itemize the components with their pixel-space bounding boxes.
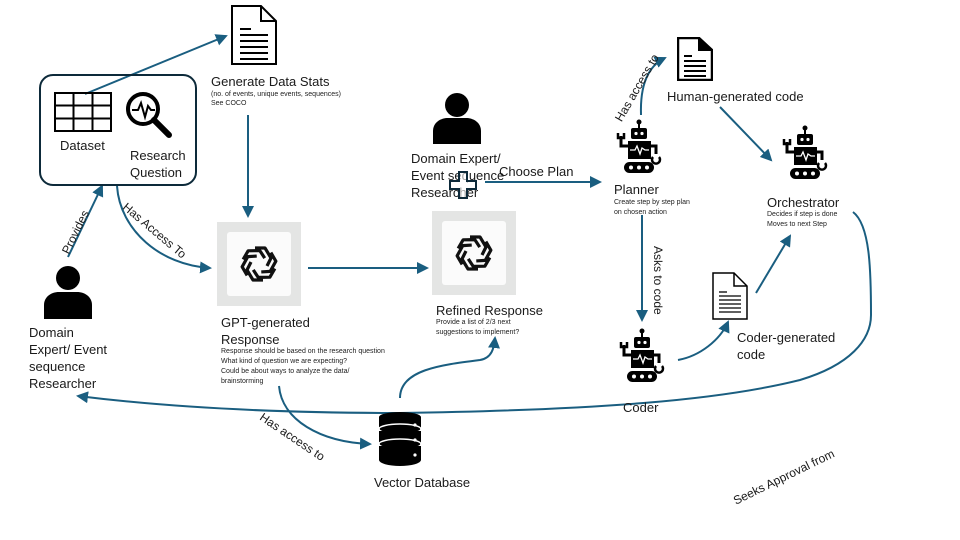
arrow-vectordb-to-refined [399, 336, 500, 399]
table-icon[interactable] [54, 92, 112, 132]
data-stats-title: Generate Data Stats [211, 74, 330, 89]
arrow-dataset-to-datastats [84, 34, 228, 95]
arrow-has-access-to-gpt [116, 185, 212, 274]
document-icon[interactable] [677, 37, 713, 81]
vector-db-label: Vector Database [374, 475, 471, 490]
database-icon[interactable] [378, 411, 422, 467]
robot-icon[interactable] [618, 328, 666, 388]
arrow-codercode-to-orchestrator [755, 234, 792, 294]
gpt-response-title: GPT-generated Response [221, 315, 310, 347]
openai-logo-icon [240, 246, 278, 282]
magnifier-pulse-icon[interactable] [124, 90, 174, 140]
refined-response-title: Refined Response [436, 303, 543, 318]
edge-label-asks-to-code: Asks to code [651, 246, 665, 315]
data-stats-detail: (no. of events, unique events, sequences… [211, 91, 341, 98]
document-icon[interactable] [712, 272, 748, 320]
gpt-response-card[interactable] [217, 222, 301, 306]
robot-icon[interactable] [615, 119, 663, 179]
research-question-label: Research Question [130, 148, 186, 180]
data-stats-detail2: See COCO [211, 100, 247, 107]
arrow-coder-to-codercode [677, 320, 730, 361]
gpt-response-notes: Response should be based on the research… [221, 348, 385, 385]
planner-notes: Create step by step plan on chosen actio… [614, 199, 690, 216]
refined-response-notes: Provide a list of 2/3 next suggestions t… [436, 319, 520, 336]
dataset-label: Dataset [60, 138, 105, 153]
planner-label: Planner [614, 182, 659, 197]
refined-response-card[interactable] [432, 211, 516, 295]
arrow-gpt-to-vectordb [278, 385, 372, 450]
person-icon[interactable] [432, 92, 482, 144]
orchestrator-notes: Decides if step is done Moves to next St… [767, 211, 838, 228]
arrow-humancode-to-orchestrator [719, 106, 773, 162]
openai-logo-icon [455, 235, 493, 271]
human-code-label: Human-generated code [667, 89, 804, 104]
coder-code-label: Coder-generated code [737, 330, 836, 362]
person-icon[interactable] [43, 265, 93, 319]
robot-icon[interactable] [781, 125, 829, 185]
coder-label: Coder [623, 400, 659, 415]
arrow-seeks-approval [76, 211, 873, 415]
document-icon[interactable] [231, 5, 277, 65]
arrow-provides [67, 184, 104, 258]
move-cursor-icon [449, 171, 477, 199]
input-box [39, 74, 197, 186]
orchestrator-label: Orchestrator [767, 195, 840, 210]
researcher-left-label: Domain Expert/ Event sequence Researcher [29, 325, 108, 391]
edge-label-choose-plan: Choose Plan [499, 164, 574, 179]
researcher-mid-label: Domain Expert/ Event sequence Researcher [411, 151, 505, 200]
arrow-planner-to-humancode [639, 56, 667, 116]
